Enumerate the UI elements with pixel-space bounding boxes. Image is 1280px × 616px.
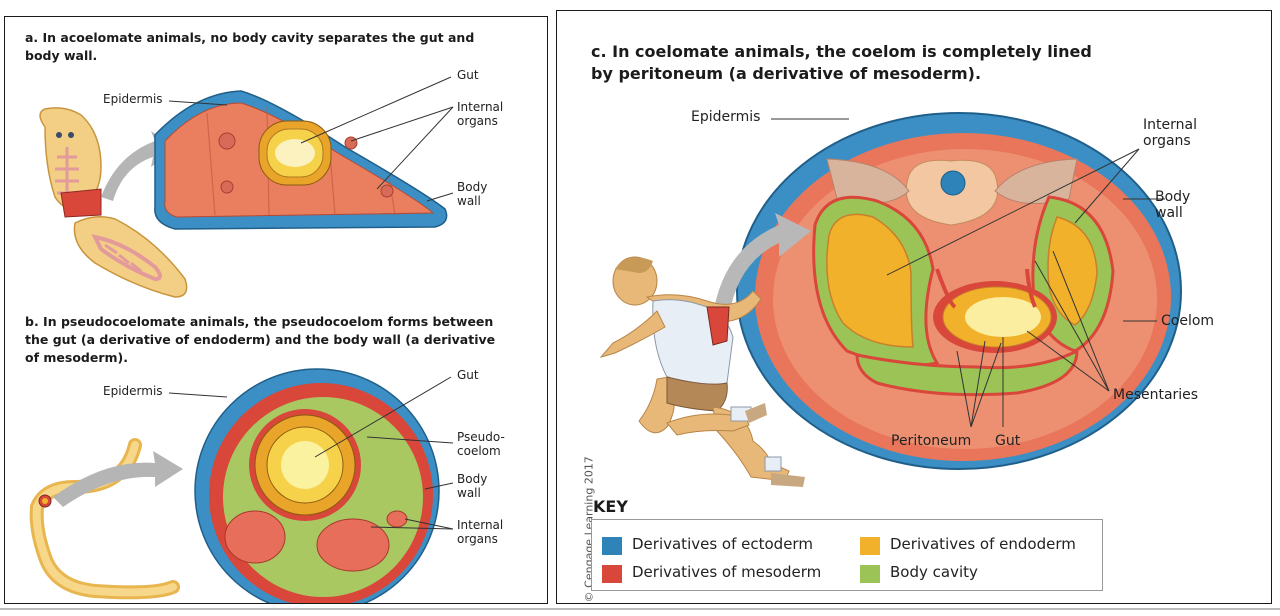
label-peritoneum-c: Peritoneum xyxy=(891,433,972,449)
flatworm-illustration xyxy=(39,107,188,298)
leaders-b xyxy=(168,376,454,530)
panel-acoelomate-pseudocoelomate: a. In acoelomate animals, no body cavity… xyxy=(4,16,548,604)
panel-a-title: a. In acoelomate animals, no body cavity… xyxy=(25,30,475,63)
label-body-wall-b: Body wall xyxy=(457,472,488,500)
label-epidermis-a: Epidermis xyxy=(103,92,163,106)
leaders-a xyxy=(168,76,454,202)
key-label-body-cavity: Body cavity xyxy=(890,563,978,581)
label-gut-a: Gut xyxy=(457,68,479,82)
leaders-c xyxy=(771,118,1165,428)
label-epidermis-b: Epidermis xyxy=(103,384,163,398)
label-body-wall-a: Body wall xyxy=(457,180,488,208)
swatch-body-cavity xyxy=(860,565,880,583)
key-title: KEY xyxy=(593,497,628,516)
arrow-b xyxy=(53,451,183,507)
right-illustration xyxy=(599,112,1182,487)
swatch-mesoderm xyxy=(602,565,622,583)
key-label-ectoderm: Derivatives of ectoderm xyxy=(632,535,813,553)
label-internal-organs-a: Internal organs xyxy=(457,100,504,128)
label-internal-organs-c: Internal organs xyxy=(1143,117,1197,150)
bottom-divider xyxy=(0,608,1280,610)
panel-coelomate: c. In coelomate animals, the coelom is c… xyxy=(556,10,1272,604)
label-gut-b: Gut xyxy=(457,368,479,382)
arrow-c xyxy=(713,213,811,317)
key-label-endoderm: Derivatives of endoderm xyxy=(890,535,1076,553)
key-box: Derivatives of ectoderm Derivatives of e… xyxy=(591,519,1103,591)
label-mesentaries-c: Mesentaries xyxy=(1113,387,1199,403)
swatch-endoderm xyxy=(860,537,880,555)
label-pseudocoelom-b: Pseudo-coelom xyxy=(457,430,505,458)
pseudocoelomate-cross-section xyxy=(194,368,440,603)
left-illustration xyxy=(29,76,454,603)
label-internal-organs-b: Internal organs xyxy=(457,518,504,546)
panel-c-title: c. In coelomate animals, the coelom is c… xyxy=(591,42,1092,83)
label-gut-c: Gut xyxy=(995,433,1021,449)
label-coelom-c: Coelom xyxy=(1161,313,1215,329)
label-epidermis-c: Epidermis xyxy=(691,109,761,125)
acoelomate-cross-section xyxy=(154,90,448,230)
panel-b-title: b. In pseudocoelomate animals, the pseud… xyxy=(25,314,496,365)
swatch-ectoderm xyxy=(602,537,622,555)
runner-illustration xyxy=(599,256,805,487)
key-label-mesoderm: Derivatives of mesoderm xyxy=(632,563,822,581)
coelomate-cross-section xyxy=(736,112,1182,470)
label-body-wall-c: Body wall xyxy=(1155,189,1191,222)
